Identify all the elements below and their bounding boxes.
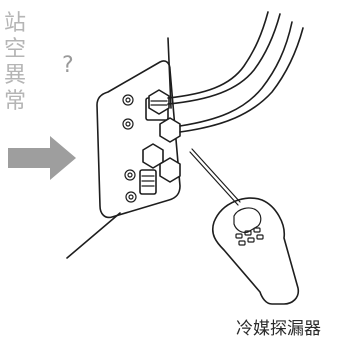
vertical-label: 站 空 異 常 [4,11,26,114]
right-arrow-icon [8,136,76,180]
label-char-3: 異 [4,63,26,88]
label-char-4: 常 [4,89,26,114]
upper-service-valve [145,89,181,143]
refrigerant-pipes [167,11,304,133]
label-char-2: 空 [4,37,26,62]
outdoor-unit-panel [66,37,181,259]
lower-service-valve [139,143,181,195]
label-char-1: 站 [4,11,26,36]
question-mark: ? [62,53,74,78]
refrigerant-leak-detector [189,148,300,305]
caption: 冷媒探漏器 [236,319,321,339]
